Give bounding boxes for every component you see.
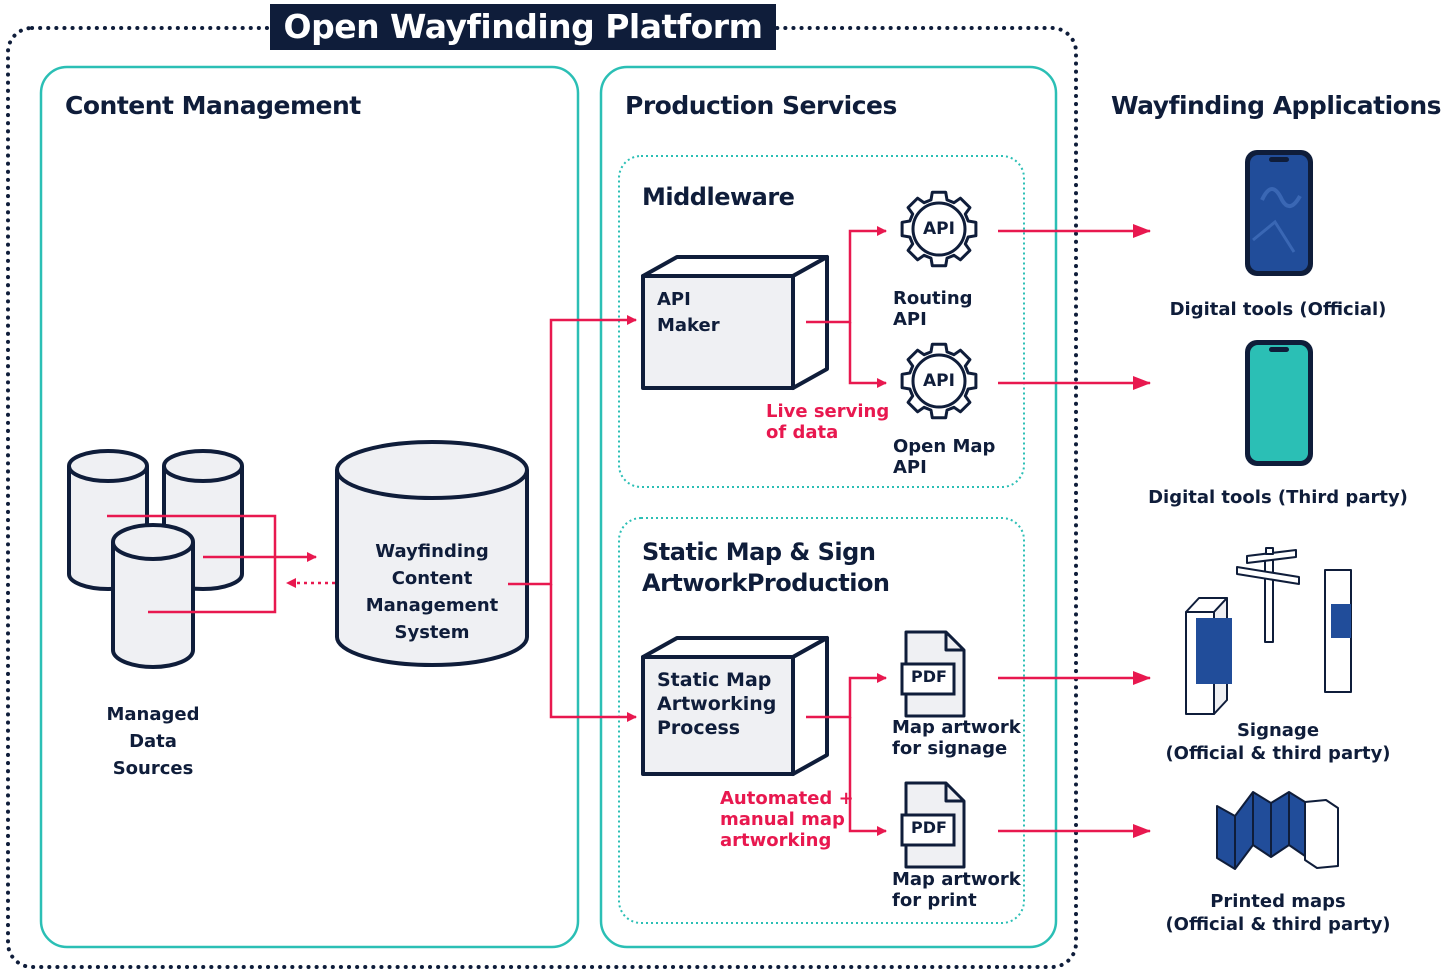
automated-note-line: Automated + (720, 788, 854, 809)
phone-official-icon (1245, 150, 1313, 276)
static-process-label-line: Static Map (657, 669, 772, 691)
printed-map-icon (1216, 791, 1339, 870)
automated-note-line: artworking (720, 830, 832, 851)
live-serving-note-line: of data (766, 422, 839, 443)
static-production-heading-line: ArtworkProduction (642, 569, 890, 597)
automated-note-line: manual map (720, 809, 845, 830)
signage-icon (1185, 547, 1352, 715)
api-maker-label-line: API (657, 289, 691, 310)
app-label-signage-line: (Official & third party) (1165, 743, 1391, 764)
live-serving-note: Live serving of data (766, 401, 889, 443)
static-production-box (618, 517, 1025, 924)
app-label-signage: Signage (Official & third party) (1138, 719, 1418, 765)
routing-api-icon-text: API (923, 219, 955, 239)
static-process-label-line: Artworking (657, 693, 777, 715)
static-process-label: Static Map Artworking Process (657, 668, 776, 740)
app-label-digital-third-party: Digital tools (Third party) (1148, 487, 1408, 508)
content-management-heading: Content Management (65, 91, 361, 120)
api-maker-label: API Maker (657, 287, 720, 339)
app-label-signage-line: Signage (1236, 720, 1320, 741)
automated-note: Automated + manual map artworking (720, 788, 854, 851)
signage-artwork-label-line: Map artwork (892, 717, 1021, 738)
signage-pdf-icon-text: PDF (911, 667, 947, 686)
open-map-api-label-line: Open Map (893, 436, 996, 457)
production-services-heading: Production Services (625, 91, 897, 120)
platform-title: Open Wayfinding Platform (270, 4, 776, 50)
routing-api-label: Routing API (893, 288, 973, 330)
app-label-printed-maps: Printed maps (Official & third party) (1138, 890, 1418, 936)
cms-label-line: Wayfinding (375, 541, 489, 562)
phone-third-party-icon (1245, 340, 1313, 466)
print-pdf-icon-text: PDF (911, 818, 947, 837)
static-process-block (641, 636, 829, 776)
api-maker-label-line: Maker (657, 315, 720, 336)
data-sources-label-line: Managed (106, 704, 200, 725)
app-label-printed-maps-line: (Official & third party) (1165, 914, 1391, 935)
content-management-box (39, 65, 580, 949)
data-sources-label-line: Data (129, 731, 177, 752)
signage-artwork-label-line: for signage (892, 738, 1008, 759)
cms-label-line: System (394, 622, 470, 643)
data-sources-label-line: Sources (112, 758, 194, 779)
print-artwork-label-line: for print (892, 890, 977, 911)
cms-cylinder (335, 440, 529, 667)
app-label-digital-official: Digital tools (Official) (1169, 299, 1387, 320)
open-map-api-icon-text: API (923, 371, 955, 391)
print-artwork-label: Map artwork for print (892, 869, 1021, 911)
print-artwork-label-line: Map artwork (892, 869, 1021, 890)
open-map-api-label-line: API (893, 457, 927, 478)
signage-artwork-label: Map artwork for signage (892, 717, 1021, 759)
routing-api-label-line: API (893, 309, 927, 330)
database-cylinders (67, 449, 244, 669)
live-serving-note-line: Live serving (766, 401, 890, 422)
routing-api-label-line: Routing (893, 288, 973, 309)
cms-label-line: Management (365, 595, 499, 616)
static-process-label-line: Process (657, 717, 741, 739)
middleware-box (618, 155, 1025, 488)
cms-label: Wayfinding Content Management System (342, 538, 522, 646)
data-sources-label: Managed Data Sources (68, 701, 238, 782)
app-label-printed-maps-line: Printed maps (1210, 891, 1346, 912)
cms-label-line: Content (391, 568, 473, 589)
static-production-heading: Static Map & Sign ArtworkProduction (642, 537, 890, 599)
open-map-api-label: Open Map API (893, 436, 995, 478)
wayfinding-applications-heading: Wayfinding Applications (1111, 91, 1442, 120)
middleware-heading: Middleware (642, 183, 795, 211)
production-services-box (599, 65, 1058, 949)
static-production-heading-line: Static Map & Sign (642, 538, 876, 566)
